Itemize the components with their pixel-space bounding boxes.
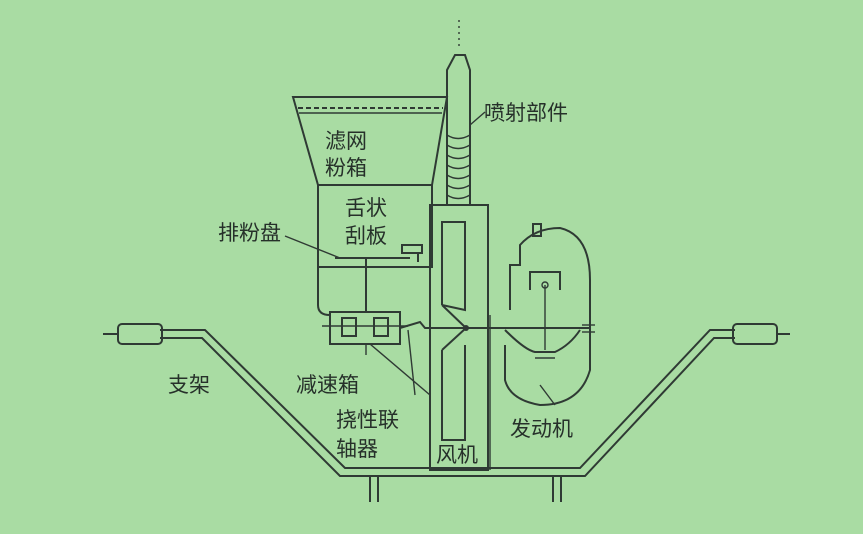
label-fan: 风机: [436, 443, 478, 467]
label-discharge-plate: 排粉盘: [218, 221, 281, 245]
stand-frame: [160, 329, 735, 502]
label-powder-box: 粉箱: [325, 156, 367, 180]
label-scraper: 刮板: [345, 224, 387, 248]
leader-discharge-plate: [284, 235, 341, 259]
label-engine: 发动机: [510, 417, 573, 441]
label-coupling-line1: 挠性联: [336, 408, 399, 432]
left-handle: [103, 323, 163, 345]
fan-housing: [429, 204, 491, 471]
label-stand: 支架: [168, 373, 210, 397]
hopper: [291, 96, 449, 316]
right-handle: [732, 323, 790, 345]
spray-nozzle: [446, 20, 486, 205]
label-spray-part: 喷射部件: [484, 101, 568, 125]
label-coupling-line2: 轴器: [336, 437, 378, 461]
label-gearbox: 减速箱: [296, 373, 359, 397]
label-filter: 滤网: [325, 129, 367, 153]
label-tongue: 舌状: [345, 196, 387, 220]
engine: [504, 223, 595, 407]
